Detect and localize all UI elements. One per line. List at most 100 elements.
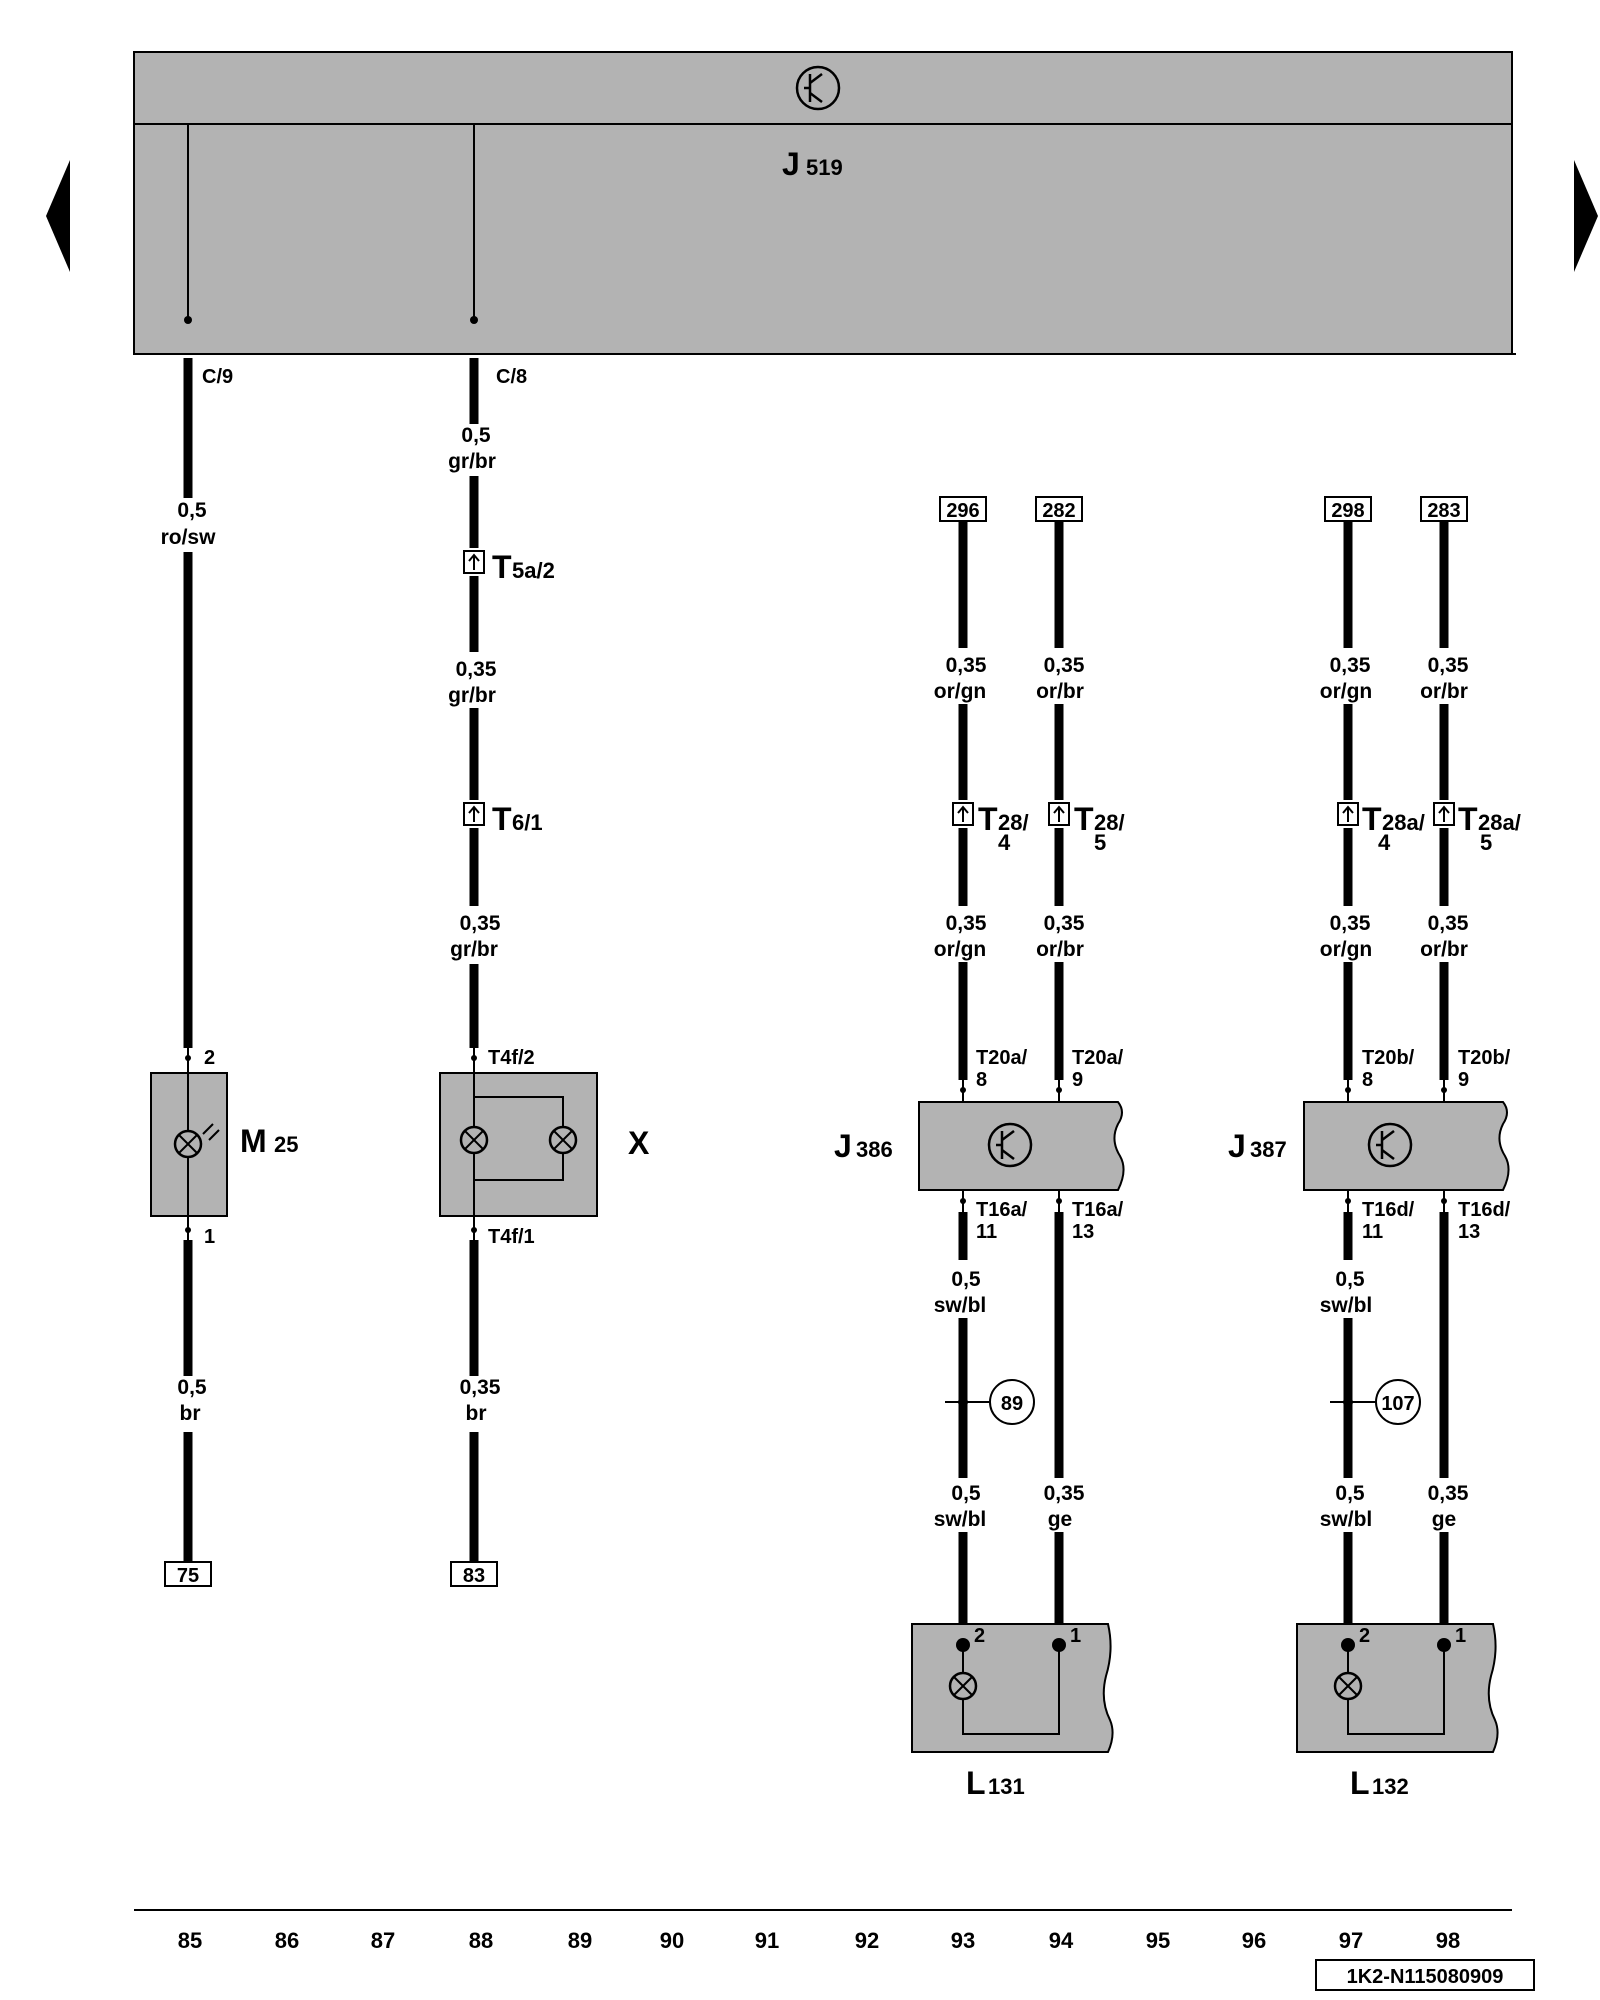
ref-box: 75	[164, 1561, 212, 1587]
lamp-icon	[548, 1125, 578, 1155]
device-pin-bottom: 1	[204, 1226, 215, 1248]
connector-pin: 5	[1094, 830, 1106, 855]
ref-label: 296	[946, 500, 979, 522]
wire-size: 0,35	[1044, 1482, 1085, 1505]
lamp-icon	[173, 1129, 203, 1159]
pin-label: 13	[1072, 1221, 1094, 1243]
wire-color: gr/br	[448, 450, 496, 473]
connector-icon	[463, 550, 485, 574]
pin-label: 11	[1362, 1221, 1383, 1243]
pin-label: C/9	[202, 366, 233, 388]
connector-icon	[952, 802, 974, 826]
wire-color: or/gn	[934, 938, 987, 961]
wire-size: 0,5	[1335, 1482, 1365, 1505]
pin-label: T16a/	[976, 1199, 1028, 1221]
ref-box: 282	[1035, 496, 1083, 522]
wire-size: 0,35	[460, 1376, 501, 1399]
connector-sub: 28a/	[1478, 810, 1521, 835]
electronic-unit-icon	[1367, 1122, 1413, 1168]
pin-label: 9	[1458, 1069, 1469, 1091]
wire-color: gr/br	[448, 684, 496, 707]
wire-c9	[183, 124, 193, 1562]
group-j387: 298 283	[1324, 496, 1468, 1640]
wire-color: ge	[1048, 1508, 1073, 1531]
connector-icon	[1337, 802, 1359, 826]
ref-box: 83	[450, 1561, 498, 1587]
column-number: 95	[1146, 1928, 1170, 1953]
column-number: 90	[660, 1928, 684, 1953]
pin-label: T20b/	[1458, 1047, 1511, 1069]
pin-label: 8	[976, 1069, 987, 1091]
wire-size: 0,35	[1330, 654, 1371, 677]
previous-page-arrow-icon[interactable]	[46, 160, 70, 272]
ref-box: 283	[1420, 496, 1468, 522]
column-number: 93	[951, 1928, 975, 1953]
wire-size: 0,35	[460, 912, 501, 935]
device-sub: 386	[856, 1137, 893, 1162]
lamp-pin: 2	[1359, 1625, 1370, 1647]
connector-name: T	[1074, 801, 1094, 837]
ground-connection: 107	[1330, 1379, 1421, 1425]
wire-size: 0,35	[1428, 912, 1469, 935]
ref-label: 283	[1427, 500, 1460, 522]
pin-label: 11	[976, 1221, 997, 1243]
pin-label: T16d/	[1458, 1199, 1511, 1221]
device-name: X	[628, 1125, 650, 1161]
ground-label: 107	[1381, 1393, 1414, 1415]
wire-color: or/br	[1420, 938, 1468, 961]
ground-connection: 89	[945, 1379, 1035, 1425]
device-j386	[918, 1101, 1125, 1191]
wire-color: sw/bl	[934, 1294, 987, 1317]
wire-color: sw/bl	[1320, 1508, 1373, 1531]
ref-label: 83	[463, 1565, 485, 1587]
device-l131	[911, 1623, 1114, 1753]
wire-size: 0,5	[177, 1376, 207, 1399]
column-number: 91	[755, 1928, 779, 1953]
wire-size: 0,5	[177, 499, 207, 522]
electronic-unit-icon	[795, 65, 841, 111]
electronic-unit-icon	[987, 1122, 1033, 1168]
wire-color: or/gn	[934, 680, 987, 703]
device-j387	[1303, 1101, 1510, 1191]
lamp-icon	[459, 1125, 489, 1155]
wire-color: gr/br	[450, 938, 498, 961]
device-name: M	[240, 1123, 267, 1159]
device-m25	[150, 1048, 228, 1240]
column-number: 94	[1049, 1928, 1074, 1953]
pin-label: 13	[1458, 1221, 1480, 1243]
wire-color: sw/bl	[1320, 1294, 1373, 1317]
column-number: 92	[855, 1928, 879, 1953]
device-name: L	[966, 1765, 986, 1801]
wire-size: 0,35	[456, 658, 497, 681]
column-number: 96	[1242, 1928, 1266, 1953]
lamp-pin: 1	[1070, 1625, 1081, 1647]
wire-color: ro/sw	[161, 526, 217, 549]
wire-size: 0,35	[946, 654, 987, 677]
pin-label: 8	[1362, 1069, 1373, 1091]
wire-c8	[469, 124, 479, 1562]
ref-label: 298	[1331, 500, 1364, 522]
wire-size: 0,5	[461, 424, 491, 447]
ref-label: 75	[177, 1565, 199, 1587]
wire-color: br	[466, 1402, 487, 1425]
wire-color: or/gn	[1320, 938, 1373, 961]
document-id: 1K2-N115080909	[1347, 1966, 1504, 1988]
connector-pin: 4	[1378, 830, 1391, 855]
lamp-icon	[1333, 1671, 1363, 1701]
device-x	[439, 1048, 598, 1240]
wire-size: 0,35	[1428, 1482, 1469, 1505]
column-number: 85	[178, 1928, 202, 1953]
ref-box: 298	[1324, 496, 1372, 522]
wire-color: ge	[1432, 1508, 1457, 1531]
device-sub: 387	[1250, 1137, 1287, 1162]
connector-icon	[463, 802, 485, 826]
column-number: 86	[275, 1928, 299, 1953]
connector-name: T	[492, 801, 512, 837]
wire-color: or/br	[1036, 938, 1084, 961]
next-page-arrow-icon[interactable]	[1574, 160, 1598, 272]
device-name: J	[1228, 1128, 1246, 1164]
document-id-box: 1K2-N115080909	[1315, 1959, 1535, 1991]
wire-size: 0,35	[1044, 912, 1085, 935]
lamp-pin: 2	[974, 1625, 985, 1647]
